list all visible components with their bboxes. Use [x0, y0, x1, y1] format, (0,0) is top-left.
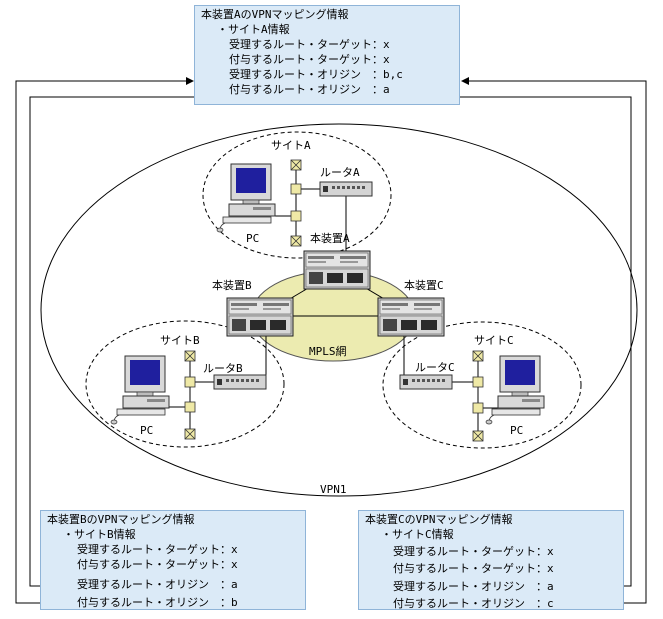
pc-c: [485, 355, 545, 425]
device-c: [377, 297, 445, 337]
device-b: [226, 297, 294, 337]
router-c-label: ルータC: [415, 361, 455, 374]
mapping-box-c-row: 受理するルート・ターゲット：x: [393, 545, 554, 558]
mapping-box-c-row: 受理するルート・オリジン ：a: [393, 580, 554, 593]
mapping-box-a-row: 受理するルート・オリジン ：b,c: [229, 68, 403, 81]
vpn1-label: VPN1: [320, 483, 347, 496]
router-a-label: ルータA: [320, 166, 360, 179]
site-a-label: サイトA: [271, 139, 311, 152]
mapping-box-c-site: ・サイトC情報: [381, 528, 454, 541]
device-a-label: 本装置A: [310, 232, 350, 245]
pc-b-label: PC: [140, 424, 154, 437]
site-c-boundary: [382, 321, 582, 449]
mapping-box-c-row: 付与するルート・ターゲット：x: [393, 562, 554, 575]
pc-c-label: PC: [510, 424, 524, 437]
mapping-box-b-site: ・サイトB情報: [63, 528, 136, 541]
mapping-box-b-row: 付与するルート・オリジン ：b: [77, 596, 238, 609]
mapping-box-b-row: 受理するルート・オリジン ：a: [77, 578, 238, 591]
mpls-label: MPLS網: [309, 345, 347, 358]
device-c-label: 本装置C: [404, 279, 444, 292]
site-b-boundary: [85, 320, 285, 448]
site-c-label: サイトC: [474, 334, 514, 347]
pc-a-label: PC: [246, 232, 260, 245]
mapping-box-c-row: 付与するルート・オリジン ：c: [393, 597, 554, 610]
mapping-box-a-row: 受理するルート・ターゲット：x: [229, 38, 390, 51]
mapping-box-a: 本装置AのVPNマッピング情報 ・サイトA情報 受理するルート・ターゲット：x …: [194, 5, 460, 105]
mapping-box-b-title: 本装置BのVPNマッピング情報: [47, 513, 195, 526]
mapping-box-a-row: 付与するルート・ターゲット：x: [229, 53, 390, 66]
mapping-box-b: 本装置BのVPNマッピング情報 ・サイトB情報 受理するルート・ターゲット：x …: [40, 510, 306, 610]
site-b-label: サイトB: [160, 334, 200, 347]
mapping-box-a-site: ・サイトA情報: [217, 23, 290, 36]
device-a: [303, 250, 371, 290]
mapping-box-a-row: 付与するルート・オリジン ：a: [229, 83, 390, 96]
pc-a: [216, 163, 276, 233]
router-b-label: ルータB: [203, 362, 243, 375]
router-b: [213, 374, 267, 390]
pc-b: [110, 355, 170, 425]
mapping-box-b-row: 受理するルート・ターゲット：x: [77, 543, 238, 556]
device-b-label: 本装置B: [212, 279, 252, 292]
mapping-box-c: 本装置CのVPNマッピング情報 ・サイトC情報 受理するルート・ターゲット：x …: [358, 510, 624, 610]
mapping-box-b-row: 付与するルート・ターゲット：x: [77, 558, 238, 571]
router-c: [399, 374, 453, 390]
site-a-boundary: [202, 131, 392, 259]
vpn1-boundary: [40, 123, 638, 497]
mapping-box-c-title: 本装置CのVPNマッピング情報: [365, 513, 513, 526]
router-a: [319, 181, 373, 197]
mapping-box-a-title: 本装置AのVPNマッピング情報: [201, 8, 349, 21]
arrow-b-to-a: [15, 77, 194, 604]
